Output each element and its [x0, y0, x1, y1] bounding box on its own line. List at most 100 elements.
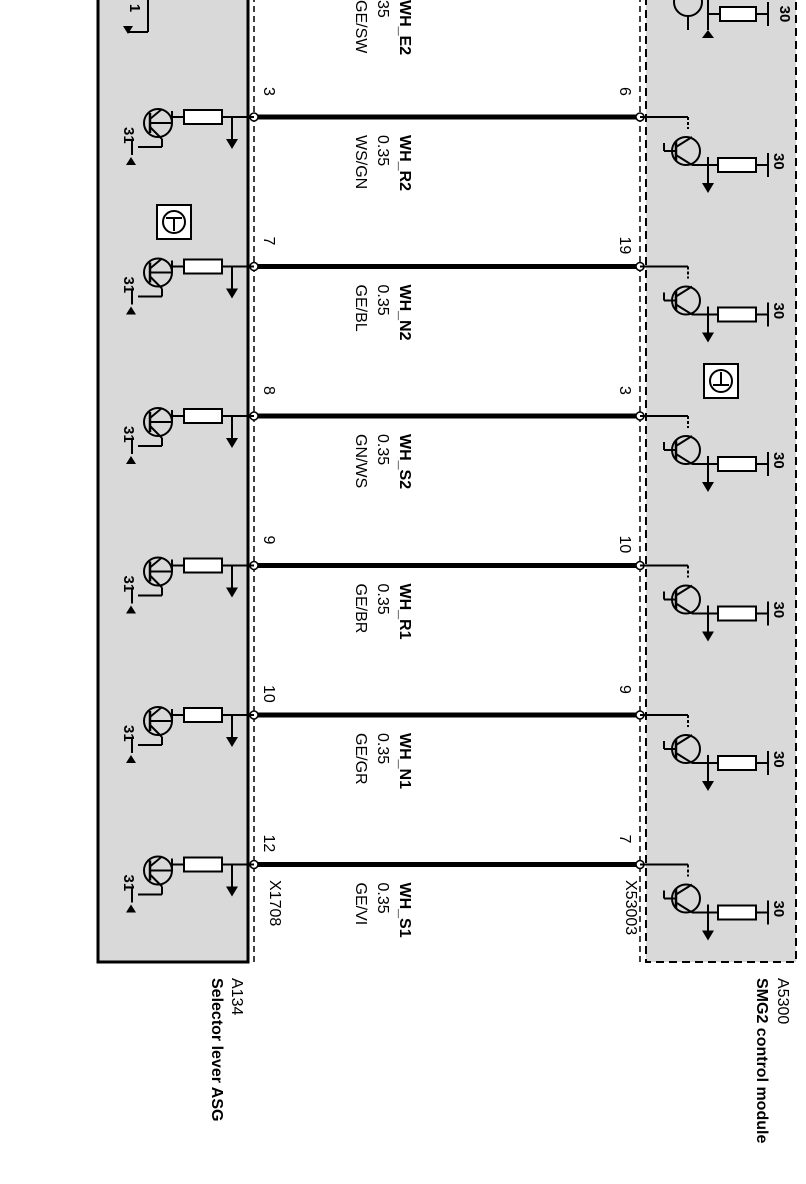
- ground-arrow-icon: [226, 139, 238, 149]
- wire-1: 3 6WH_R2 0.35 WS/GN 31 30: [120, 87, 787, 193]
- svg-text:30: 30: [776, 6, 793, 23]
- arrow-down-icon: [702, 930, 714, 941]
- ground-symbol-icon: [126, 306, 136, 315]
- left-circuit: 31: [120, 556, 254, 614]
- right-pin-number: 6: [616, 87, 633, 96]
- ground-symbol-icon: [126, 157, 136, 165]
- supply-label-30: 30: [770, 303, 787, 320]
- right-circuit: 30: [640, 714, 787, 791]
- ground-label-31: 31: [120, 875, 137, 892]
- supply-label-30: 30: [770, 602, 787, 619]
- ground-label-31: 31: [120, 127, 137, 144]
- wire-gauge: 0.35: [374, 135, 391, 166]
- ground-symbol-icon: [126, 904, 136, 913]
- right-pin-number: 10: [616, 536, 633, 554]
- ground-symbol-icon: [126, 755, 136, 763]
- wire-color: WS/GN: [352, 135, 369, 189]
- wire-name: WH_S1: [396, 883, 413, 938]
- top-partial-left-circuit: 1: [123, 0, 149, 34]
- ground-arrow-icon: [226, 438, 238, 448]
- left-connector-label: X1708: [266, 880, 283, 926]
- resistor-icon: [717, 306, 757, 323]
- wire-6: 12 7WH_S1 0.35 GE/VI 31 30: [120, 835, 787, 941]
- wire-color: GE/BL: [352, 285, 369, 332]
- resistor-icon: [717, 904, 757, 921]
- supply-label-30: 30: [770, 751, 787, 768]
- wire-name: WH_N2: [396, 285, 413, 341]
- left-pin-number: 10: [260, 685, 277, 703]
- wire-3: 8 3WH_S2 0.35 GN/WS 31 30: [120, 386, 787, 492]
- left-module-symbol-icon: [156, 204, 192, 240]
- resistor-icon: [717, 456, 757, 472]
- left-pin-number: 8: [260, 386, 277, 395]
- ground-arrow-icon: [226, 288, 238, 299]
- wire-color: GE/VI: [352, 883, 369, 926]
- supply-label-30: 30: [770, 901, 787, 918]
- left-pin-number: 3: [260, 87, 277, 96]
- arrow-down-icon: [702, 183, 714, 193]
- left-circuit: 31: [120, 855, 254, 913]
- ground-label-31: 31: [120, 725, 137, 742]
- right-circuit: 30: [640, 863, 787, 941]
- right-module-box: [645, 0, 797, 963]
- right-pin-number: 7: [616, 835, 633, 844]
- supply-label-30: 30: [770, 452, 787, 469]
- ground-label-31: 31: [120, 426, 137, 443]
- wire-name: WH_N1: [396, 733, 413, 789]
- resistor-icon: [183, 557, 223, 574]
- top-wire-gauge: 35: [374, 0, 391, 18]
- right-connector-label: X53003: [622, 880, 639, 935]
- resistor-icon: [183, 109, 223, 125]
- wire-color: GE/GR: [352, 733, 369, 785]
- ground-symbol-icon: [126, 456, 136, 464]
- left-circuit: 31: [120, 108, 254, 165]
- wire-name: WH_R2: [396, 135, 413, 191]
- top-partial-right-circuit: 30: [673, 0, 793, 38]
- wire-gauge: 0.35: [374, 434, 391, 465]
- right-pin-number: 3: [616, 386, 633, 395]
- right-module-symbol-icon: [703, 363, 739, 399]
- top-wire-color: GE/SW: [352, 0, 369, 54]
- left-module-name: Selector lever ASG: [208, 978, 225, 1121]
- right-circuit: 30: [640, 564, 787, 642]
- arrow-down-icon: [702, 781, 714, 791]
- left-circuit: 31: [120, 257, 254, 315]
- wire-color: GE/BR: [352, 584, 369, 634]
- resistor-icon: [183, 258, 223, 275]
- resistor-icon: [183, 856, 223, 873]
- right-circuit: 30: [640, 265, 787, 343]
- ground-arrow-icon: [226, 886, 238, 897]
- left-pin-number: 9: [260, 536, 277, 545]
- arrow-down-icon: [702, 631, 714, 642]
- wire-gauge: 0.35: [374, 285, 391, 316]
- wire-gauge: 0.35: [374, 584, 391, 615]
- right-circuit: 30: [640, 116, 787, 193]
- right-pin-number: 19: [616, 237, 633, 255]
- top-partial-wire-label: WH_E2 35 GE/SW: [352, 0, 413, 55]
- left-circuit: 31: [120, 407, 254, 464]
- resistor-icon: [717, 755, 757, 771]
- arrow-down-icon: [702, 332, 714, 343]
- ground-arrow-icon: [226, 587, 238, 598]
- arrow-down-icon: [702, 482, 714, 492]
- left-circuit: 31: [120, 706, 254, 763]
- wire-gauge: 0.35: [374, 883, 391, 914]
- wire-color: GN/WS: [352, 434, 369, 488]
- right-module-name: SMG2 control module: [753, 978, 770, 1143]
- right-module-id: A5300: [774, 978, 791, 1024]
- right-circuit: 30: [640, 415, 787, 492]
- wire-gauge: 0.35: [374, 733, 391, 764]
- wire-name: WH_R1: [396, 584, 413, 640]
- supply-label-30: 30: [770, 153, 787, 170]
- ground-symbol-icon: [126, 605, 136, 614]
- top-partial-ground-label: 1: [126, 4, 143, 12]
- ground-label-31: 31: [120, 277, 137, 294]
- left-module-id: A134: [228, 978, 245, 1015]
- wire-name: WH_S2: [396, 434, 413, 489]
- left-pin-number: 12: [260, 835, 277, 853]
- resistor-icon: [183, 707, 223, 723]
